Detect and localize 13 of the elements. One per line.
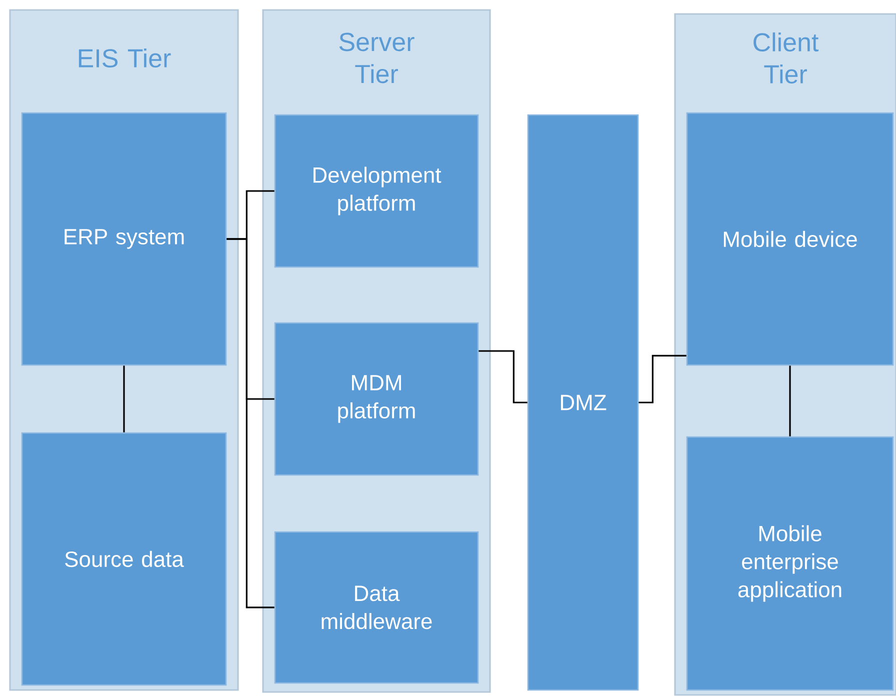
connector <box>789 366 791 436</box>
component-box: DMZ <box>527 114 639 691</box>
connector <box>123 366 125 432</box>
component-box: Source data <box>21 432 227 686</box>
component-box: Data middleware <box>274 531 479 684</box>
component-box: ERP system <box>21 112 227 366</box>
connector <box>226 238 274 608</box>
connector <box>638 354 686 404</box>
component-box: Development platform <box>274 114 479 268</box>
component-box: Mobile device <box>686 112 894 366</box>
component-box: Mobile enterprise application <box>686 436 894 691</box>
connector <box>478 350 528 404</box>
component-box: MDM platform <box>274 322 479 476</box>
